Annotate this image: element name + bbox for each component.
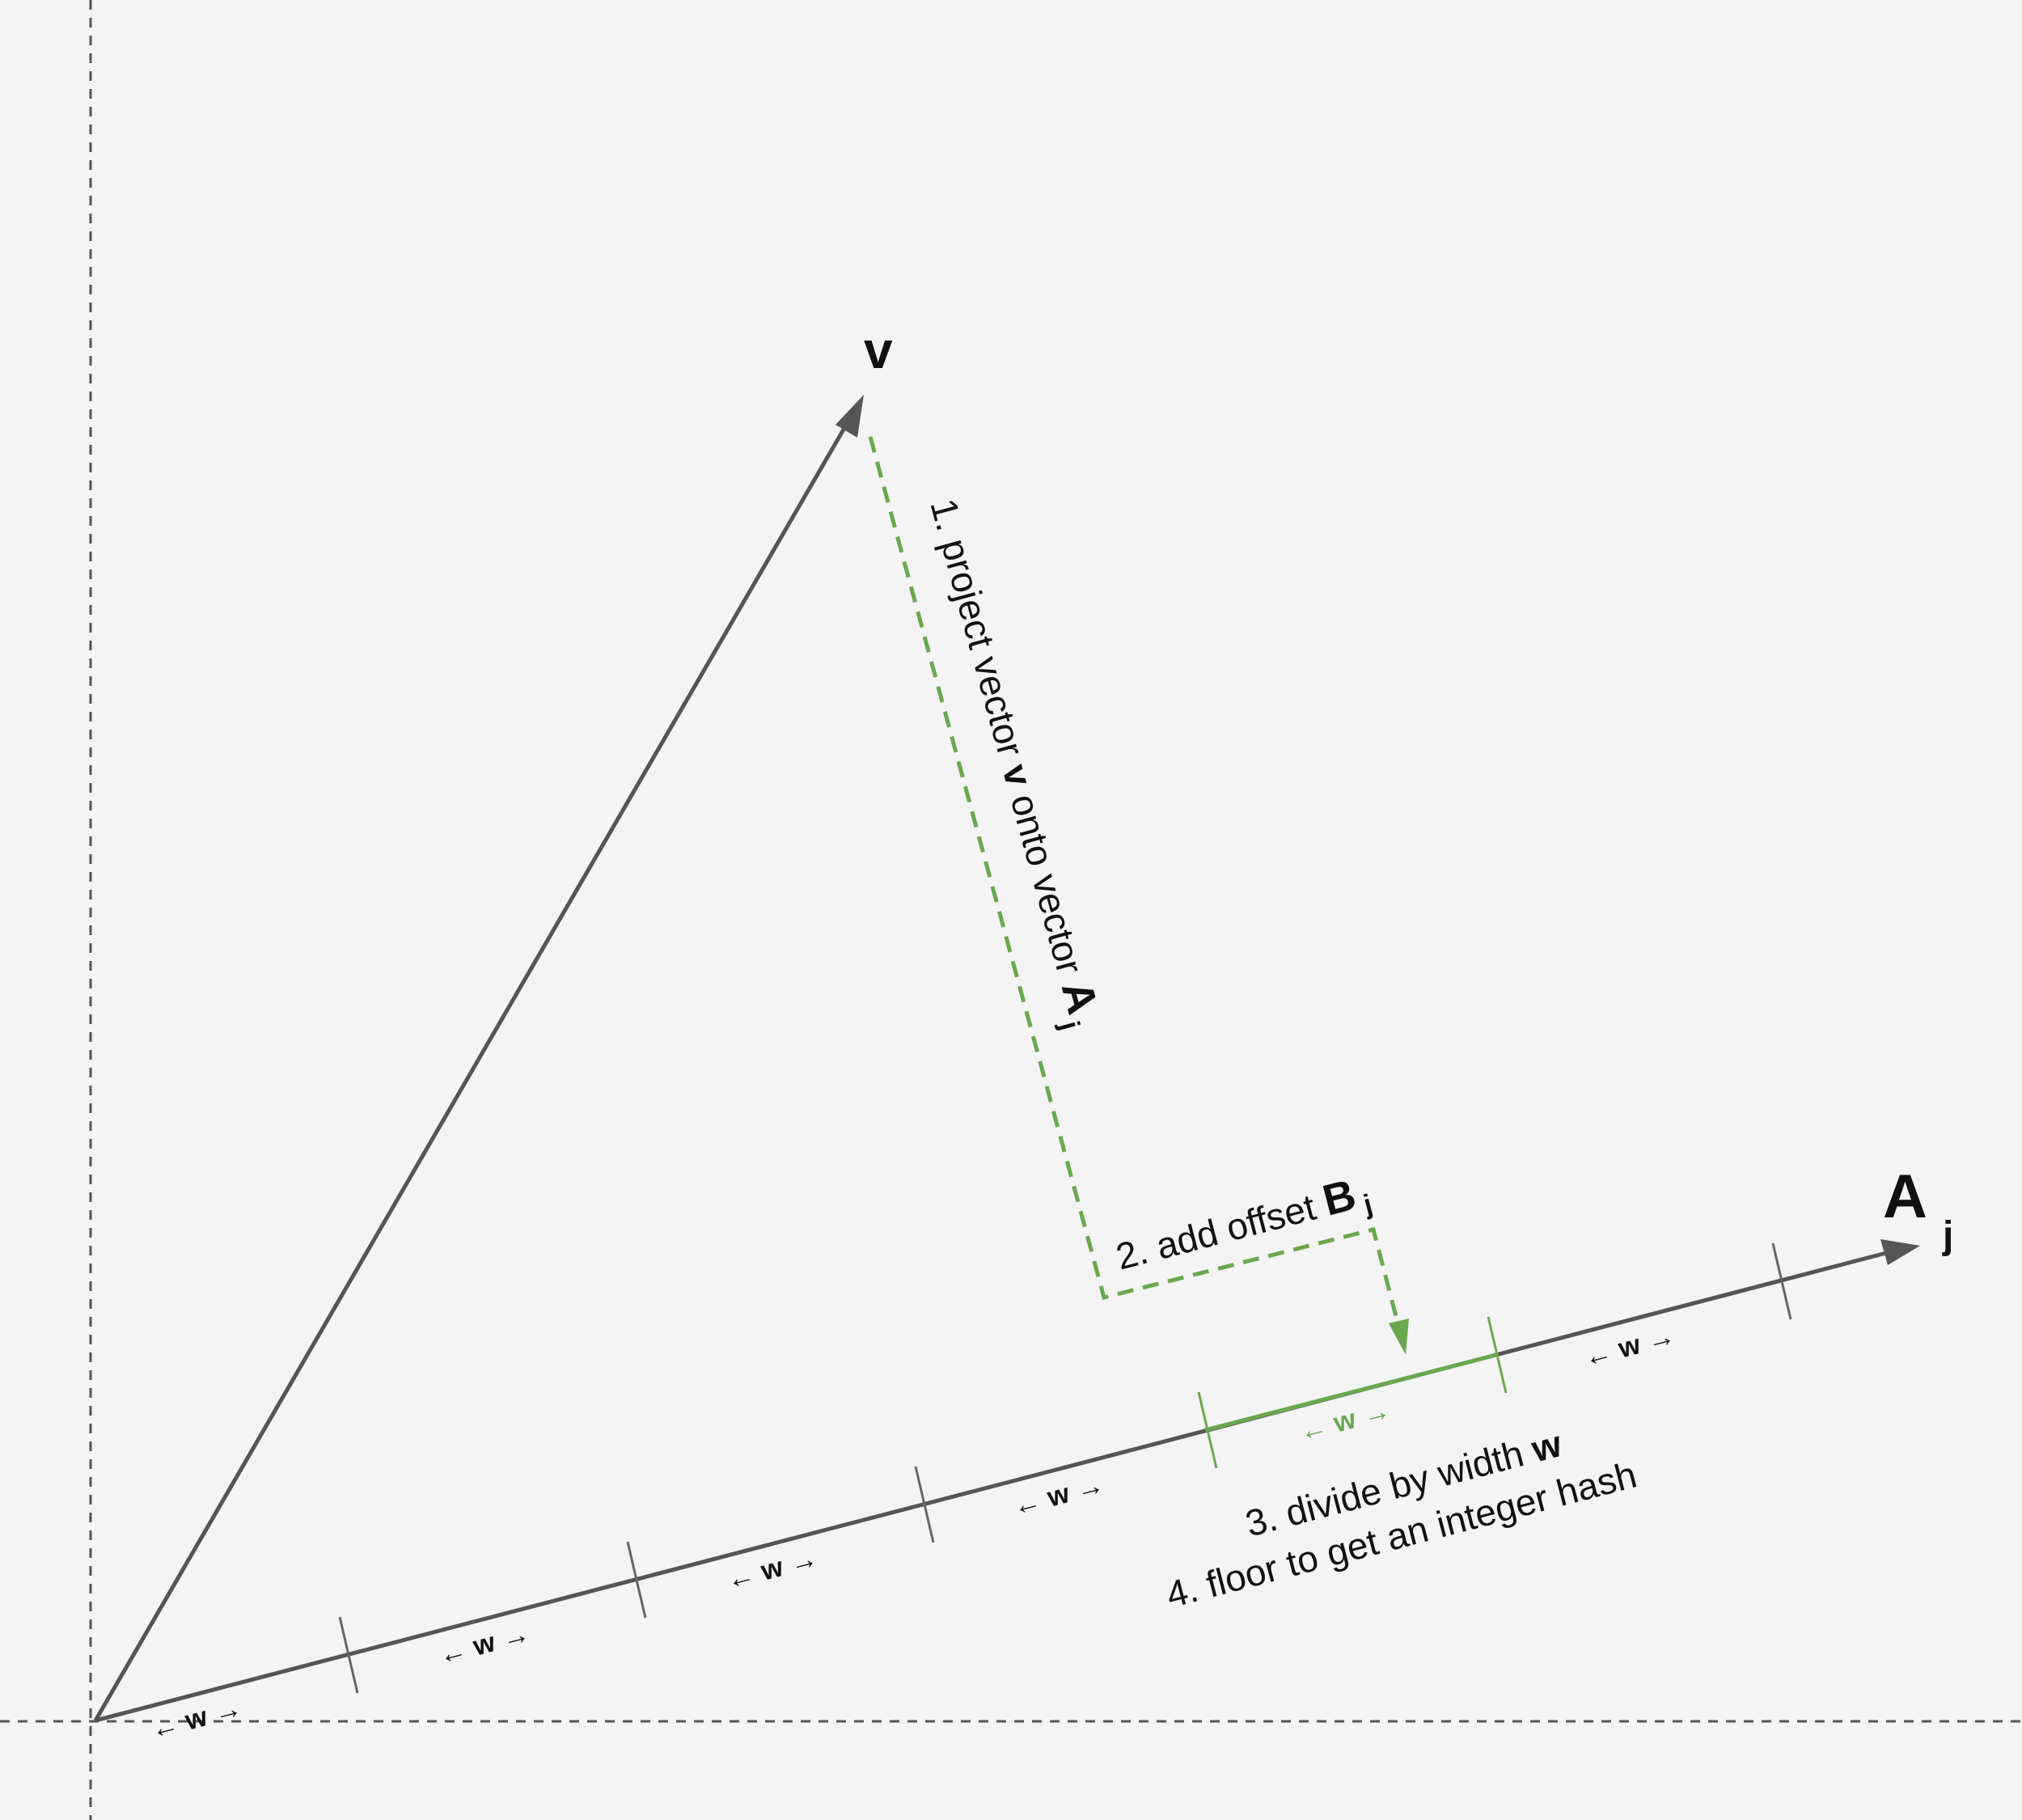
tick-5 xyxy=(1487,1316,1508,1394)
tick-2 xyxy=(626,1541,647,1619)
svg-text:2. add offset Bj: 2. add offset Bj xyxy=(1110,1166,1376,1284)
step-1-text: 1. project vector xyxy=(922,494,1034,771)
width-label-w: w xyxy=(469,1627,499,1662)
width-label-w: w xyxy=(181,1701,211,1737)
right-arrow-icon: → xyxy=(498,1618,532,1654)
width-label-w: w xyxy=(1614,1329,1644,1365)
step-1-text-b: onto vector xyxy=(1000,780,1094,988)
left-arrow-icon: ← xyxy=(723,1559,757,1595)
width-label-3: ←w→ xyxy=(723,1543,820,1596)
label-a-main: A xyxy=(1883,1162,1927,1231)
step-2-sub: j xyxy=(1360,1189,1376,1221)
width-label-w: w xyxy=(1330,1403,1360,1439)
label-v: v xyxy=(864,321,893,379)
svg-text:←w→: ←w→ xyxy=(1296,1395,1393,1448)
projection-path xyxy=(868,436,1400,1323)
svg-text:←w→: ←w→ xyxy=(147,1692,244,1746)
step-2-annotation: 2. add offset Bj xyxy=(1110,1166,1376,1284)
vector-v xyxy=(93,407,858,1722)
tick-1 xyxy=(338,1616,359,1694)
vector-a-j xyxy=(95,1249,1893,1723)
width-label-highlighted: ←w→ xyxy=(1296,1395,1393,1448)
width-label-1: ←w→ xyxy=(147,1692,244,1746)
vector-a-j-arrowhead-icon xyxy=(1880,1239,1920,1265)
highlighted-bucket-segment xyxy=(1204,1352,1497,1433)
right-arrow-icon: → xyxy=(1072,1469,1106,1505)
left-arrow-icon: ← xyxy=(1580,1336,1614,1373)
width-label-w: w xyxy=(757,1551,787,1587)
vector-v-arrowhead-icon xyxy=(835,395,864,438)
step-1-annotation: 1. project vector v onto vector Aj xyxy=(913,493,1110,1033)
left-arrow-icon: ← xyxy=(1296,1411,1330,1447)
right-arrow-icon: → xyxy=(1643,1320,1677,1357)
right-arrow-icon: → xyxy=(786,1543,820,1579)
svg-text:←w→: ←w→ xyxy=(723,1543,820,1596)
label-a-sub: j xyxy=(1942,1214,1953,1257)
right-arrow-icon: → xyxy=(1359,1395,1393,1431)
step-1-sub: j xyxy=(1054,1017,1085,1033)
width-label-w: w xyxy=(1043,1478,1073,1513)
left-arrow-icon: ← xyxy=(435,1634,469,1670)
tick-4 xyxy=(1197,1391,1218,1469)
projection-arrowhead-icon xyxy=(1389,1318,1409,1355)
tick-3 xyxy=(914,1466,935,1543)
left-arrow-icon: ← xyxy=(147,1708,181,1745)
svg-text:1. project vector v onto vecto: 1. project vector v onto vector Aj xyxy=(913,493,1110,1033)
right-arrow-icon: → xyxy=(210,1692,244,1729)
step-2-text: 2. add offset xyxy=(1111,1183,1330,1278)
tick-marks xyxy=(338,1242,1792,1694)
left-arrow-icon: ← xyxy=(1009,1485,1043,1522)
tick-6 xyxy=(1771,1242,1792,1320)
